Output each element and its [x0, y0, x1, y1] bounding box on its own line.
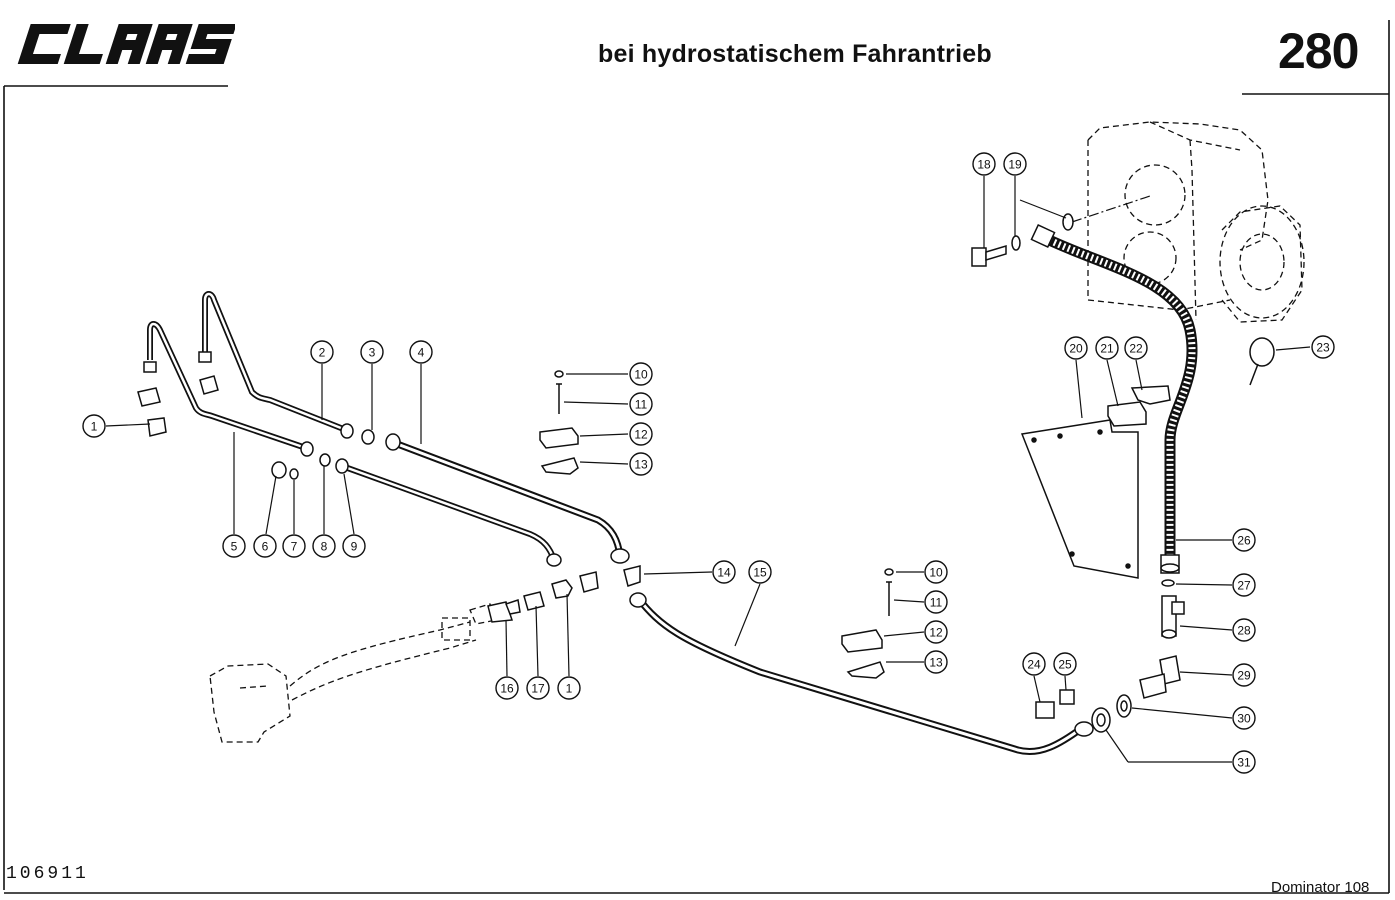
callout-9: 9 — [342, 534, 366, 558]
callout-3: 3 — [360, 340, 384, 364]
callout-number: 1 — [566, 682, 573, 696]
hydrostatic-pump-outline — [1087, 121, 1305, 323]
callout-26: 26 — [1232, 528, 1256, 552]
callout-number: 21 — [1100, 342, 1114, 356]
callout-number: 28 — [1237, 624, 1251, 638]
callout-number: 5 — [231, 540, 238, 554]
callout-number: 1 — [91, 420, 98, 434]
callout-number: 30 — [1237, 712, 1251, 726]
callout-22: 22 — [1124, 336, 1148, 360]
callout-number: 4 — [418, 346, 425, 360]
callout-27: 27 — [1232, 573, 1256, 597]
claas-logo — [17, 24, 235, 64]
page-number: 280 — [1278, 23, 1359, 79]
callout-number: 27 — [1237, 579, 1251, 593]
machine-model: Dominator 108 — [1271, 879, 1370, 896]
callout-19: 19 — [1003, 152, 1027, 176]
callout-11: 11 — [629, 392, 653, 416]
callout-number: 22 — [1129, 342, 1143, 356]
callout-1: 1 — [82, 414, 106, 438]
callout-number: 31 — [1237, 756, 1251, 770]
callout-2: 2 — [310, 340, 334, 364]
callout-number: 18 — [977, 158, 991, 172]
callout-number: 10 — [634, 368, 648, 382]
callout-number: 20 — [1069, 342, 1083, 356]
callout-17: 17 — [526, 676, 550, 700]
callout-number: 24 — [1027, 658, 1041, 672]
callout-number: 3 — [369, 346, 376, 360]
callout-number: 26 — [1237, 534, 1251, 548]
callout-number: 16 — [500, 682, 514, 696]
callout-number: 14 — [717, 566, 731, 580]
hydraulic-hose — [1042, 233, 1198, 560]
callout-number: 25 — [1058, 658, 1072, 672]
clamp-set-lower — [841, 568, 894, 679]
callout-12: 12 — [629, 422, 653, 446]
callout-7: 7 — [282, 534, 306, 558]
hydraulic-pipe-2 — [202, 291, 348, 433]
page-title: bei hydrostatischem Fahrantrieb — [598, 40, 992, 68]
callout-10: 10 — [629, 362, 653, 386]
callout-15: 15 — [748, 560, 772, 584]
callout-23: 23 — [1311, 335, 1335, 359]
callout-10: 10 — [924, 560, 948, 584]
callout-5: 5 — [222, 534, 246, 558]
callout-16: 16 — [495, 676, 519, 700]
hydraulic-pipe-15 — [635, 595, 1085, 755]
hydraulic-pipe-9 — [340, 463, 557, 562]
callout-13: 13 — [629, 452, 653, 476]
callout-number: 13 — [634, 458, 648, 472]
hydraulic-pipe-5 — [147, 321, 307, 451]
callout-18: 18 — [972, 152, 996, 176]
callout-21: 21 — [1095, 336, 1119, 360]
callout-number: 23 — [1316, 341, 1330, 355]
callout-28: 28 — [1232, 618, 1256, 642]
clamp-set-upper — [539, 370, 579, 475]
callout-8: 8 — [312, 534, 336, 558]
callout-number: 6 — [262, 540, 269, 554]
callout-number: 13 — [929, 656, 943, 670]
document-number: 106911 — [6, 864, 89, 884]
callout-25: 25 — [1053, 652, 1077, 676]
mounting-plate — [1020, 419, 1139, 579]
callout-number: 12 — [634, 428, 648, 442]
callout-11: 11 — [924, 590, 948, 614]
callout-number: 17 — [531, 682, 545, 696]
callout-number: 10 — [929, 566, 943, 580]
callout-20: 20 — [1064, 336, 1088, 360]
callout-number: 7 — [291, 540, 298, 554]
callout-number: 11 — [635, 398, 648, 412]
callout-29: 29 — [1232, 663, 1256, 687]
leader-lines — [105, 176, 1311, 763]
callout-13: 13 — [924, 650, 948, 674]
callout-4: 4 — [409, 340, 433, 364]
callout-12: 12 — [924, 620, 948, 644]
callout-30: 30 — [1232, 706, 1256, 730]
callout-6: 6 — [253, 534, 277, 558]
wheel-motor-outline — [209, 603, 497, 743]
callout-1: 1 — [557, 676, 581, 700]
callout-number: 19 — [1008, 158, 1022, 172]
callout-number: 2 — [319, 346, 326, 360]
callout-31: 31 — [1232, 750, 1256, 774]
callout-number: 9 — [351, 540, 358, 554]
callout-24: 24 — [1022, 652, 1046, 676]
callout-number: 11 — [930, 596, 943, 610]
callout-number: 12 — [929, 626, 943, 640]
callout-number: 8 — [321, 540, 328, 554]
callout-number: 29 — [1237, 669, 1251, 683]
callout-number: 15 — [753, 566, 767, 580]
callout-14: 14 — [712, 560, 736, 584]
